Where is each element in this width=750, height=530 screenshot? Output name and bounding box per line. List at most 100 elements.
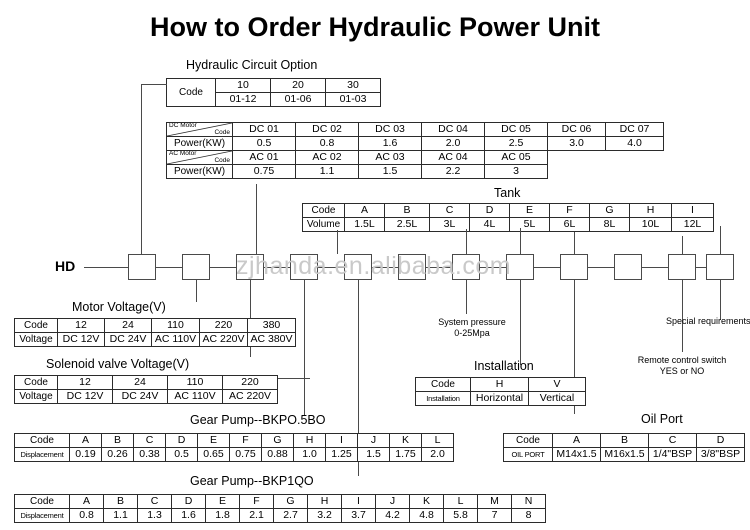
connector-line — [318, 267, 344, 268]
table-row: 01-12 01-06 01-03 — [167, 92, 381, 107]
table-cell: 30 — [325, 78, 381, 93]
table-cell-empty — [548, 151, 606, 165]
system-pressure-note: System pressure 0-25Mpa — [432, 317, 512, 339]
table-cell: 4.0 — [605, 136, 664, 151]
table-cell: 1.75 — [389, 447, 422, 462]
code-box-solenoid[interactable] — [290, 254, 318, 280]
table-cell: 0.75 — [229, 447, 262, 462]
tank-heading: Tank — [494, 186, 521, 200]
table-cell: 6L — [549, 217, 590, 232]
table-cell: DC 12V — [57, 389, 113, 404]
table-cell: 1.5 — [357, 447, 390, 462]
table-cell: 12 — [57, 375, 113, 390]
table-cell: 3L — [429, 217, 470, 232]
table-cell: H — [470, 377, 529, 392]
table-row: OIL PORT M14x1.5 M16x1.5 1/4"BSP 3/8"BSP — [503, 447, 745, 462]
leader-line-remote-top — [682, 236, 683, 254]
table-row: Displacement 0.19 0.26 0.38 0.5 0.65 0.7… — [14, 447, 454, 462]
table-row: Installation Horizontal Vertical — [415, 391, 586, 406]
connector-line — [642, 267, 668, 268]
table-cell: 380 — [247, 318, 296, 333]
oil-port-heading: Oil Port — [641, 412, 683, 426]
diagonal-divider-icon — [167, 151, 232, 164]
inst-code-label: Code — [415, 377, 471, 392]
code-box-special[interactable] — [706, 254, 734, 280]
table-cell: 1.3 — [137, 508, 172, 523]
table-cell: 4.8 — [409, 508, 444, 523]
table-cell: 3.0 — [547, 136, 606, 151]
table-cell: B — [600, 433, 649, 448]
table-cell: 0.5 — [165, 447, 198, 462]
table-cell: 1.5 — [358, 164, 422, 179]
table-cell: DC 04 — [421, 122, 485, 137]
page-title: How to Order Hydraulic Power Unit — [149, 12, 601, 42]
table-row: Power(KW) 0.5 0.8 1.6 2.0 2.5 3.0 4.0 — [166, 136, 664, 151]
code-box-remote[interactable] — [668, 254, 696, 280]
table-cell: DC 24V — [112, 389, 168, 404]
leader-line-tank-a — [337, 230, 338, 254]
system-pressure-line1: System pressure — [438, 317, 506, 327]
code-box-installation[interactable] — [560, 254, 588, 280]
table-cell: 1.6 — [171, 508, 206, 523]
leader-line-tank — [466, 229, 467, 254]
table-cell: B — [384, 203, 430, 218]
gear-pump-1-heading: Gear Pump--BKPO.5BO — [190, 413, 326, 427]
table-cell: 2.2 — [421, 164, 485, 179]
table-cell: 3.2 — [307, 508, 342, 523]
table-row: DC Motor Code DC 01 DC 02 DC 03 DC 04 DC… — [166, 122, 664, 137]
ac-code-label: Code — [214, 157, 230, 164]
table-cell: L — [443, 494, 478, 509]
table-cell: 5L — [509, 217, 550, 232]
installation-table: Code H V Installation Horizontal Vertica… — [415, 377, 586, 406]
table-cell: 220 — [199, 318, 248, 333]
table-row: Voltage DC 12V DC 24V AC 110V AC 220V — [14, 389, 278, 404]
mv-voltage-label: Voltage — [14, 332, 58, 347]
table-cell-empty — [606, 165, 664, 179]
dc-power-label: Power(KW) — [166, 136, 233, 151]
table-cell: AC 220V — [199, 332, 248, 347]
table-cell: J — [375, 494, 410, 509]
solenoid-voltage-heading: Solenoid valve Voltage(V) — [46, 357, 190, 371]
table-cell: 0.19 — [69, 447, 102, 462]
motor-voltage-heading: Motor Voltage(V) — [72, 300, 166, 314]
circuit-code-label: Code — [166, 78, 216, 107]
code-box-motor[interactable] — [182, 254, 210, 280]
code-box-voltage[interactable] — [236, 254, 264, 280]
connector-line — [588, 267, 614, 268]
table-cell: 110 — [167, 375, 223, 390]
table-cell: 24 — [112, 375, 168, 390]
ac-motor-corner-header: AC Motor Code — [166, 150, 233, 165]
table-cell: DC 12V — [57, 332, 105, 347]
code-box-pressure[interactable] — [506, 254, 534, 280]
code-box-circuit[interactable] — [128, 254, 156, 280]
table-cell: AC 110V — [151, 332, 200, 347]
code-box-tank[interactable] — [452, 254, 480, 280]
table-cell: B — [103, 494, 138, 509]
table-row: Code A B C D E F G H I J K L — [14, 433, 454, 448]
hydraulic-circuit-heading: Hydraulic Circuit Option — [186, 58, 318, 72]
table-cell: DC 01 — [232, 122, 296, 137]
table-cell: F — [239, 494, 274, 509]
connector-line — [696, 267, 706, 268]
connector-line — [264, 267, 290, 268]
table-cell: D — [165, 433, 198, 448]
table-cell: D — [696, 433, 745, 448]
table-cell: M — [477, 494, 512, 509]
leader-line-remote — [682, 280, 683, 352]
table-row: Power(KW) 0.75 1.1 1.5 2.2 3 — [166, 164, 664, 179]
table-cell: G — [261, 433, 294, 448]
connector-line — [480, 267, 506, 268]
table-cell: Horizontal — [470, 391, 529, 406]
table-cell: H — [629, 203, 672, 218]
leader-line-pressure — [520, 228, 521, 254]
code-box-pump2[interactable] — [398, 254, 426, 280]
table-cell: G — [273, 494, 308, 509]
connector-line — [210, 267, 236, 268]
table-cell: 5.8 — [443, 508, 478, 523]
code-box-oilport[interactable] — [614, 254, 642, 280]
table-cell: 1/4"BSP — [648, 447, 697, 462]
gp2-code-label: Code — [14, 494, 70, 509]
code-box-pump1[interactable] — [344, 254, 372, 280]
table-cell: 0.8 — [69, 508, 104, 523]
connector-line — [84, 267, 128, 268]
